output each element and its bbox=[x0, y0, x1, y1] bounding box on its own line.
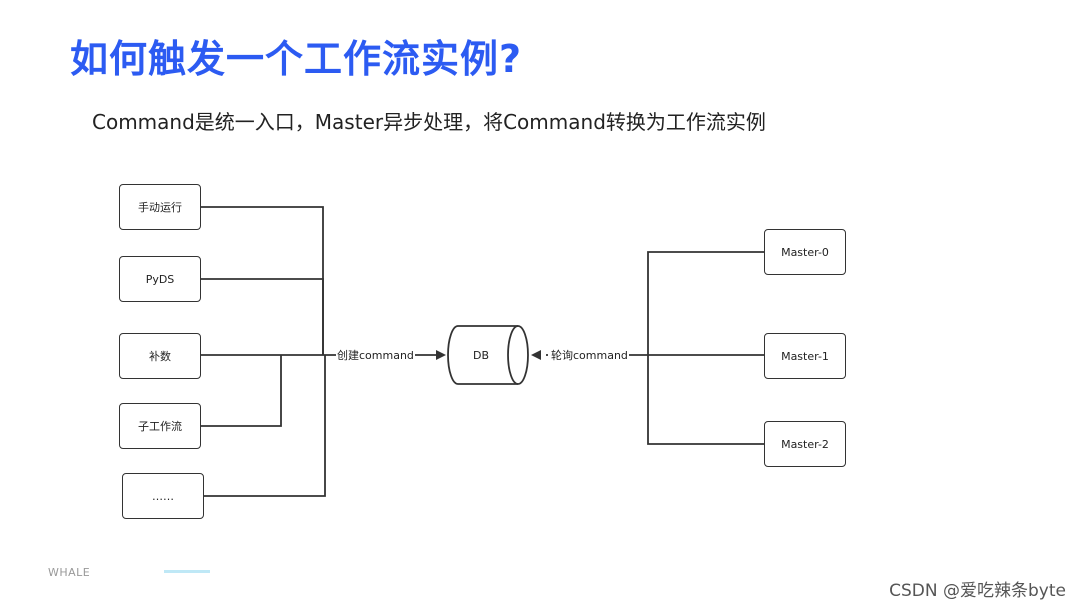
db-cylinder bbox=[447, 325, 529, 385]
node-pyds-label: PyDS bbox=[145, 272, 175, 286]
footer-logo: WHALE bbox=[48, 566, 91, 579]
connector-more bbox=[204, 355, 326, 497]
node-manual-run: 手动运行 bbox=[119, 184, 201, 230]
node-more-label: …… bbox=[152, 489, 174, 503]
arrowhead-into-db bbox=[436, 350, 446, 360]
connector-pyds bbox=[201, 278, 324, 355]
page-subtitle: Command是统一入口，Master异步处理，将Command转换为工作流实例 bbox=[92, 110, 766, 134]
page-title: 如何触发一个工作流实例? bbox=[70, 37, 523, 81]
node-backfill-label: 补数 bbox=[149, 350, 171, 363]
node-backfill: 补数 bbox=[119, 333, 201, 379]
node-subworkflow-label: 子工作流 bbox=[138, 420, 182, 433]
arrowhead-into-db-right bbox=[531, 350, 541, 360]
connector-subworkflow bbox=[201, 355, 282, 427]
csdn-watermark: CSDN @爱吃辣条byte bbox=[889, 581, 1066, 601]
node-subworkflow: 子工作流 bbox=[119, 403, 201, 449]
node-master-0: Master-0 bbox=[764, 229, 846, 275]
node-master-1-label: Master-1 bbox=[781, 349, 829, 363]
node-master-2: Master-2 bbox=[764, 421, 846, 467]
node-more: …… bbox=[122, 473, 204, 519]
node-master-2-label: Master-2 bbox=[781, 437, 829, 451]
edge-label-create-command: 创建command bbox=[336, 349, 415, 363]
connector-manual-run bbox=[201, 206, 324, 355]
footer-accent-bar bbox=[164, 570, 210, 573]
edge-label-poll-command: 轮询command bbox=[550, 349, 629, 363]
node-master-0-label: Master-0 bbox=[781, 245, 829, 259]
node-pyds: PyDS bbox=[119, 256, 201, 302]
node-manual-run-label: 手动运行 bbox=[138, 201, 182, 214]
node-master-1: Master-1 bbox=[764, 333, 846, 379]
db-label: DB bbox=[473, 349, 490, 362]
connector-master-0 bbox=[647, 251, 764, 445]
